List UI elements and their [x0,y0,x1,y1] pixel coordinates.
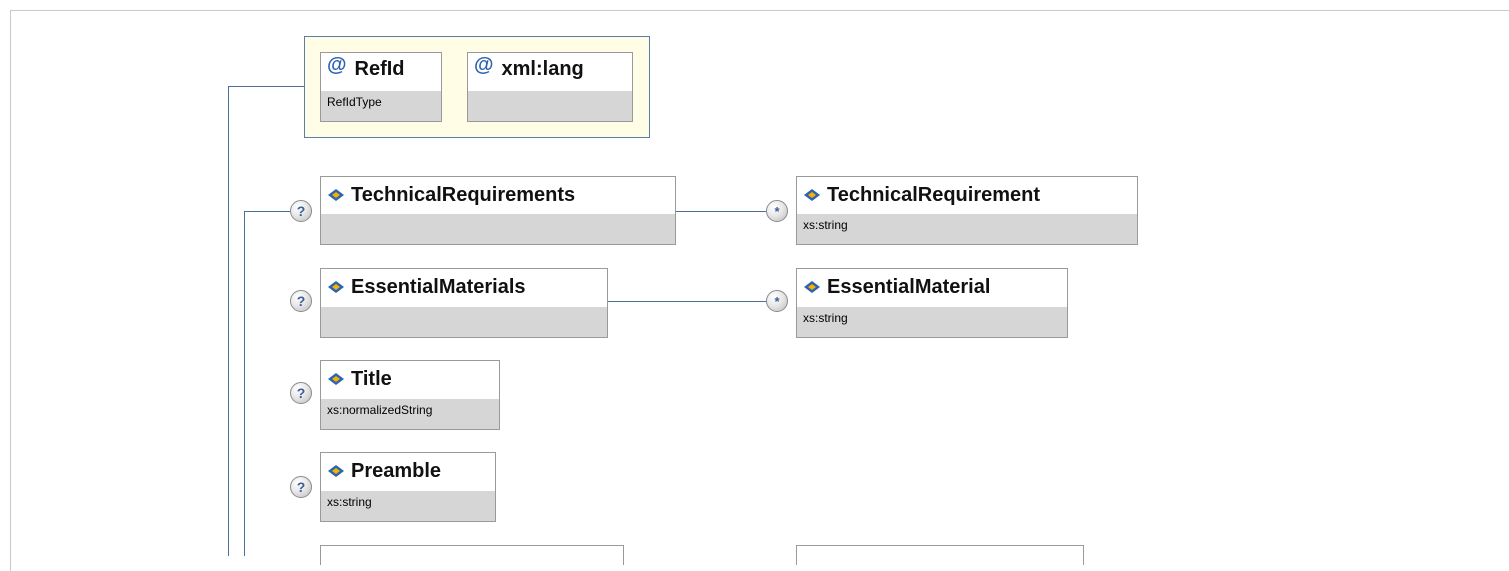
element-type [321,307,607,337]
element-partial-left[interactable] [320,545,624,565]
element-icon [328,373,344,385]
element-name: EssentialMaterial [827,275,991,298]
optional-badge: ? [290,476,312,498]
element-type: xs:normalizedString [321,399,499,429]
diagram-canvas [10,10,1509,571]
element-essential-materials[interactable]: EssentialMaterials [320,268,608,338]
element-name: EssentialMaterials [351,275,526,298]
element-technical-requirement[interactable]: TechnicalRequirement xs:string [796,176,1138,245]
repeat-badge: * [766,290,788,312]
element-name: TechnicalRequirements [351,183,576,206]
optional-badge: ? [290,382,312,404]
element-type: xs:string [797,307,1067,337]
attribute-type [468,91,632,121]
optional-badge: ? [290,290,312,312]
attribute-xml-lang[interactable]: @ xml:lang [467,52,633,122]
attribute-type: RefIdType [321,91,441,121]
optional-badge: ? [290,200,312,222]
element-preamble[interactable]: Preamble xs:string [320,452,496,522]
connector-technical-requirement [676,211,766,212]
element-name: Preamble [351,459,442,482]
attribute-icon: @ [474,54,494,76]
attribute-group: @ RefId RefIdType @ xml:lang [304,36,650,138]
connector-essential-material [608,301,766,302]
attribute-name: RefId [354,58,405,80]
trunk-line [228,86,229,556]
attribute-icon: @ [327,54,347,76]
element-icon [804,281,820,293]
element-type: xs:string [321,491,495,521]
element-icon [328,189,344,201]
element-partial-right[interactable] [796,545,1084,565]
connector-technical-requirements [244,211,290,212]
element-type: xs:string [797,214,1137,244]
element-icon [804,189,820,201]
trunk-line-inner [244,211,245,556]
element-name: Title [351,367,392,390]
attribute-name: xml:lang [501,58,584,80]
attribute-refid[interactable]: @ RefId RefIdType [320,52,442,122]
element-title[interactable]: Title xs:normalizedString [320,360,500,430]
element-icon [328,281,344,293]
element-name: TechnicalRequirement [827,183,1041,206]
element-icon [328,465,344,477]
repeat-badge: * [766,200,788,222]
attr-connector [228,86,304,87]
element-technical-requirements[interactable]: TechnicalRequirements [320,176,676,245]
element-essential-material[interactable]: EssentialMaterial xs:string [796,268,1068,338]
element-type [321,214,675,244]
